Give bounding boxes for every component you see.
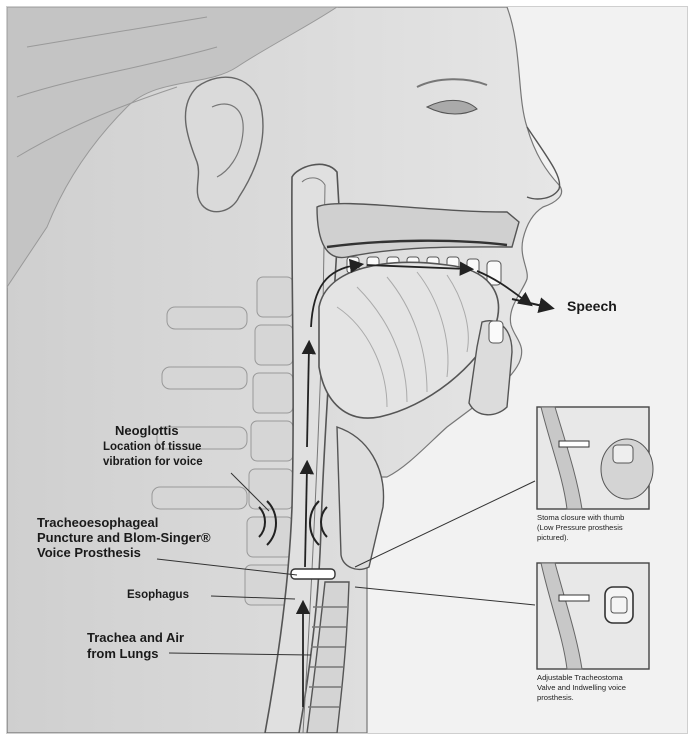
inset-2-caption-line-1: Adjustable Tracheostoma bbox=[537, 673, 657, 683]
te-puncture-line-1: Tracheoesophageal bbox=[37, 516, 158, 531]
speech-label: Speech bbox=[567, 299, 617, 315]
te-puncture-line-3: Voice Prosthesis bbox=[37, 546, 141, 561]
trachea-line-1: Trachea and Air bbox=[87, 631, 184, 646]
inset-1-caption: Stoma closure with thumb (Low Pressure p… bbox=[537, 513, 657, 543]
inset-2-caption: Adjustable Tracheostoma Valve and Indwel… bbox=[537, 673, 657, 703]
inset-2-caption-line-2: Valve and Indwelling voice bbox=[537, 683, 657, 693]
neoglottis-title: Neoglottis bbox=[115, 424, 179, 439]
neoglottis-desc-line-2: vibration for voice bbox=[103, 456, 203, 469]
inset-1-caption-line-1: Stoma closure with thumb bbox=[537, 513, 657, 523]
speech-arrow bbox=[512, 299, 547, 307]
inset-1-caption-line-2: (Low Pressure prosthesis bbox=[537, 523, 657, 533]
lower-tooth bbox=[489, 321, 503, 343]
diagram-frame: Speech Neoglottis Location of tissue vib… bbox=[6, 6, 688, 734]
esophagus-label: Esophagus bbox=[127, 589, 189, 602]
inset-1-caption-line-3: pictured). bbox=[537, 533, 657, 543]
inset-tracheostoma-valve bbox=[537, 563, 649, 669]
neoglottis-desc-line-1: Location of tissue bbox=[103, 441, 201, 454]
inset-2-caption-line-3: prosthesis. bbox=[537, 693, 657, 703]
te-puncture-line-2: Puncture and Blom-Singer® bbox=[37, 531, 211, 546]
trachea-line-2: from Lungs bbox=[87, 647, 159, 662]
anatomy-illustration bbox=[7, 7, 687, 733]
inset-stoma-closure bbox=[537, 407, 653, 509]
voice-prosthesis bbox=[291, 569, 335, 579]
